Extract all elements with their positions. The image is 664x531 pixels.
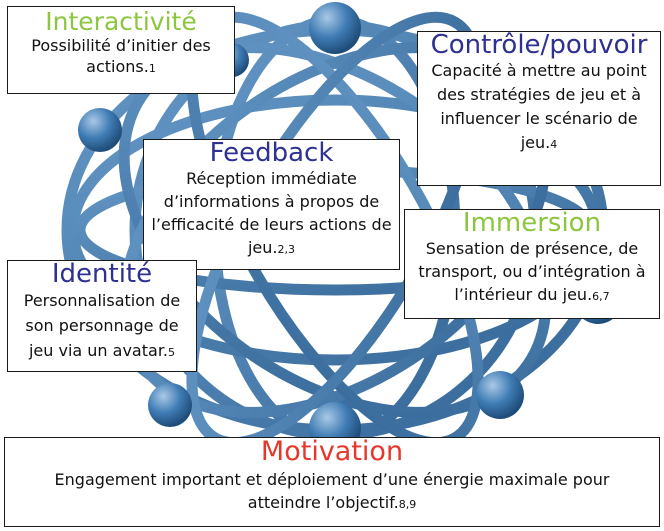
immersion-title: Immersion xyxy=(462,208,602,238)
feedback-box: Feedback Réception immédiate d’informati… xyxy=(143,139,400,270)
identite-title: Identité xyxy=(51,259,153,289)
interactivite-title: Interactivité xyxy=(45,7,197,36)
interactivite-box: Interactivité Possibilité d’initier des … xyxy=(7,6,235,94)
interactivite-ref: 1 xyxy=(148,62,156,76)
identite-ref: 5 xyxy=(168,346,176,360)
controle-box: Contrôle/pouvoir Capacité à mettre au po… xyxy=(417,31,661,186)
immersion-desc: Sensation de présence, de transport, ou … xyxy=(418,239,646,305)
motivation-ref: 8,9 xyxy=(398,498,417,512)
feedback-desc: Réception immédiate d’informations à pro… xyxy=(151,169,392,258)
immersion-box: Immersion Sensation de présence, de tran… xyxy=(404,209,660,319)
controle-ref: 4 xyxy=(550,138,558,152)
identite-desc: Personnalisation de son personnage de je… xyxy=(23,291,181,361)
feedback-ref: 2,3 xyxy=(277,243,296,257)
controle-title: Contrôle/pouvoir xyxy=(430,30,648,60)
motivation-box: Motivation Engagement important et déplo… xyxy=(4,437,660,527)
motivation-title: Motivation xyxy=(260,436,404,467)
motivation-desc: Engagement important et déploiement d’un… xyxy=(54,470,610,513)
controle-desc: Capacité à mettre au point des stratégie… xyxy=(431,61,647,153)
immersion-ref: 6,7 xyxy=(592,290,610,304)
identite-box: Identité Personnalisation de son personn… xyxy=(7,260,197,372)
interactivite-desc: Possibilité d’initier des actions.1 xyxy=(31,36,211,77)
feedback-title: Feedback xyxy=(209,138,334,168)
